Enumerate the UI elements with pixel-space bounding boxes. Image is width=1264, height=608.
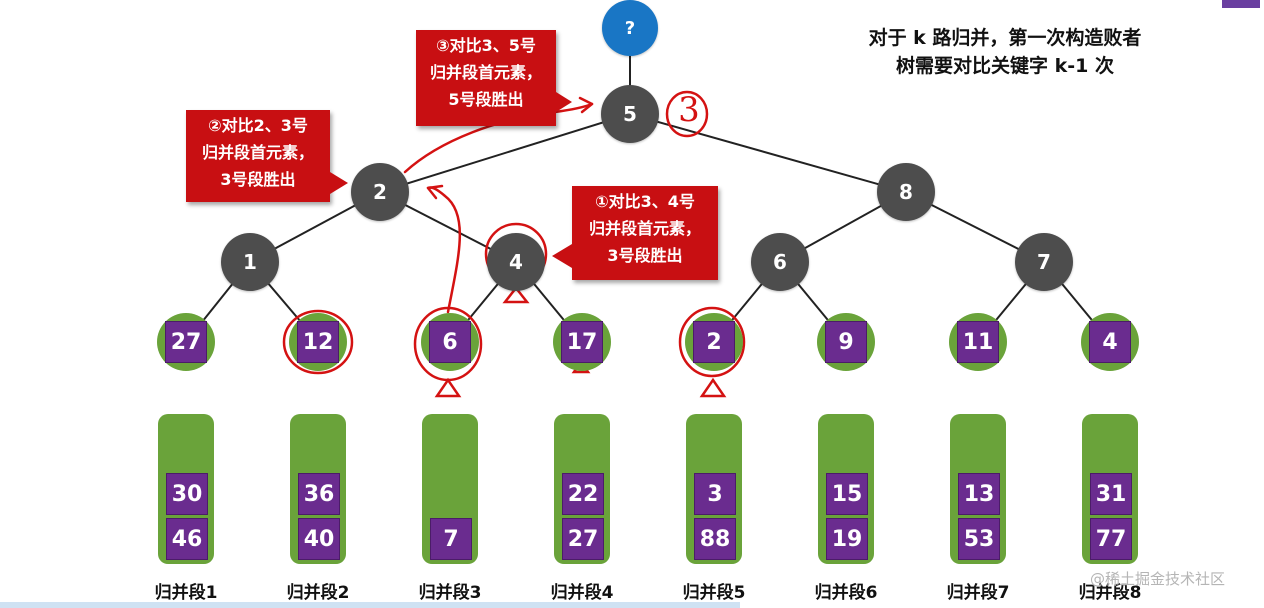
arrow-head-node5 [578,96,594,114]
arrow-head-node2 [426,184,444,200]
segment-value: 7 [430,518,472,560]
corner-marker [1222,0,1260,8]
callout2-line2: 归并段首元素， [201,143,314,162]
handwritten-count: 3 [678,90,700,130]
callout2-line1: ②对比2、3号 [208,116,308,135]
segment-value: 77 [1090,518,1132,560]
segment-label-4: 归并段4 [550,583,614,603]
segment-label-2: 归并段2 [286,583,350,603]
tree-node-l2-3: 6 [751,233,809,291]
leaf-4: 17 [553,313,611,371]
leaf-7: 11 [949,313,1007,371]
tree-node-l1-left: 2 [351,163,409,221]
triangle-mark-4 [502,285,530,304]
segment-value: 22 [562,473,604,515]
segment-value: 40 [298,518,340,560]
callout1-line3: 3号段胜出 [607,246,683,265]
segment-value: 46 [166,518,208,560]
leaf-6: 9 [817,313,875,371]
watermark: @稀土掘金技术社区 [1090,570,1226,588]
segment-value: 13 [958,473,1000,515]
callout-compare-3-5: ③对比3、5号 归并段首元素， 5号段胜出 [416,30,572,126]
callout3-line3: 5号段胜出 [448,90,524,109]
segment-value: 88 [694,518,736,560]
arrow-path-to-node2 [426,186,462,314]
tree-node-l2-4: 7 [1015,233,1073,291]
tree-node-l2-2: 4 [487,233,545,291]
segment-label-1: 归并段1 [154,583,218,603]
segment-value: 3 [694,473,736,515]
callout3-line2: 归并段首元素， [429,63,542,82]
leaf-value: 4 [1089,321,1131,363]
segment-label-5: 归并段5 [682,583,746,603]
triangle-mark-2 [699,377,727,398]
leaf-value: 11 [957,321,999,363]
segment-label-8: 归并段8 [1078,583,1142,603]
circle-mark-12 [282,309,354,375]
leaf-value: 12 [297,321,339,363]
triangle-mark-6 [434,377,462,398]
segment-label-6: 归并段6 [814,583,878,603]
tree-node-l2-1: 1 [221,233,279,291]
segment-value: 27 [562,518,604,560]
segment-value: 19 [826,518,868,560]
callout2-pointer [330,172,348,194]
circle-mark-2 [678,306,746,378]
segment-value: 30 [166,473,208,515]
callout3-line1: ③对比3、5号 [436,36,536,55]
leaf-value: 27 [165,321,207,363]
note-line-1: 对于 k 路归并，第一次构造败者 [868,27,1142,49]
segment-label-3: 归并段3 [418,583,482,603]
callout-compare-2-3: ②对比2、3号 归并段首元素， 3号段胜出 [186,110,348,202]
leaf-3: 6 [421,313,479,371]
callout2-line3: 3号段胜出 [220,170,296,189]
bottom-strip [0,602,740,608]
k-way-merge-note: 对于 k 路归并，第一次构造败者 树需要对比关键字 k-1 次 [835,24,1175,80]
callout1-pointer [552,244,572,268]
segment-value: 31 [1090,473,1132,515]
leaf-value: 17 [561,321,603,363]
leaf-value: 9 [825,321,867,363]
leaf-1: 27 [157,313,215,371]
leaf-8: 4 [1081,313,1139,371]
segment-label-7: 归并段7 [946,583,1010,603]
tree-node-l1-right: 8 [877,163,935,221]
note-line-2: 树需要对比关键字 k-1 次 [896,55,1114,77]
segment-value: 36 [298,473,340,515]
segment-value: 15 [826,473,868,515]
callout1-line1: ①对比3、4号 [595,192,695,211]
handdrawn-annotations [282,90,746,398]
callout3-pointer [556,92,572,112]
leaf-value: 6 [429,321,471,363]
leaf-2: 12 [289,313,347,371]
tree-node-root: 5 [601,85,659,143]
circle-mark-3 [665,90,709,138]
callout-compare-3-4: ①对比3、4号 归并段首元素， 3号段胜出 [552,186,718,280]
segment-value: 53 [958,518,1000,560]
winner-node: ? [602,0,658,56]
leaf-value: 2 [693,321,735,363]
leaf-5: 2 [685,313,743,371]
callout1-line2: 归并段首元素， [588,219,701,238]
